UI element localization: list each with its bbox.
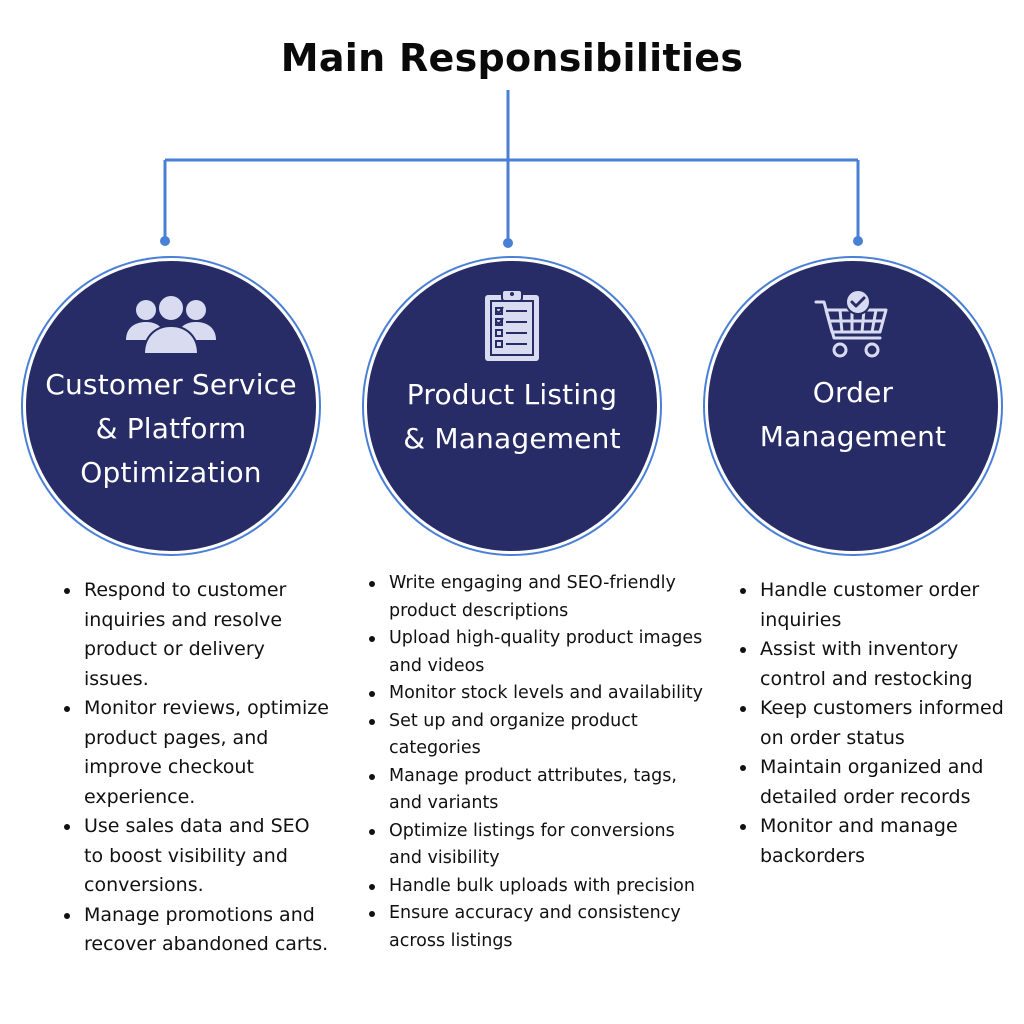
list-item: Use sales data and SEO to boost visibili… [64,812,334,901]
list-item: Keep customers informed on order status [740,694,1022,753]
list-item: Manage promotions and recover abandoned … [64,901,334,960]
order-management-circle: Order Management [705,258,1001,554]
people-group-icon [124,289,218,361]
order-management-heading: Order Management [759,376,947,453]
list-item: Handle customer order inquiries [740,576,1022,635]
connector-dot-left [160,236,170,246]
customer-service-heading: Customer Service & Platform Optimization [45,368,297,489]
list-item: Optimize listings for conversions and vi… [369,818,707,873]
list-item: Set up and organize product categories [369,708,707,763]
page-title: Main Responsibilities [280,36,744,80]
customer-service-list: Respond to customer inquiries and resolv… [62,576,334,960]
product-listing-circle: Product Listing & Management [364,258,660,554]
list-item: Respond to customer inquiries and resolv… [64,576,334,694]
list-item: Monitor and manage backorders [740,812,1022,871]
list-item: Write engaging and SEO-friendly product … [369,570,707,625]
list-item: Ensure accuracy and consistency across l… [369,900,707,955]
list-item: Assist with inventory control and restoc… [740,635,1022,694]
list-item: Maintain organized and detailed order re… [740,753,1022,812]
shopping-cart-check-icon [814,289,892,361]
list-item: Handle bulk uploads with precision [369,873,707,901]
list-item: Upload high-quality product images and v… [369,625,707,680]
product-listing-heading: Product Listing & Management [403,378,621,455]
connector-dot-right [853,236,863,246]
order-management-list: Handle customer order inquiries Assist w… [738,576,1022,871]
connector-dot-middle [503,238,513,248]
product-listing-list: Write engaging and SEO-friendly product … [367,570,707,955]
clipboard-checklist-icon [482,289,542,361]
list-item: Monitor stock levels and availability [369,680,707,708]
list-item: Monitor reviews, optimize product pages,… [64,694,334,812]
customer-service-circle: Customer Service & Platform Optimization [23,258,319,554]
list-item: Manage product attributes, tags, and var… [369,763,707,818]
